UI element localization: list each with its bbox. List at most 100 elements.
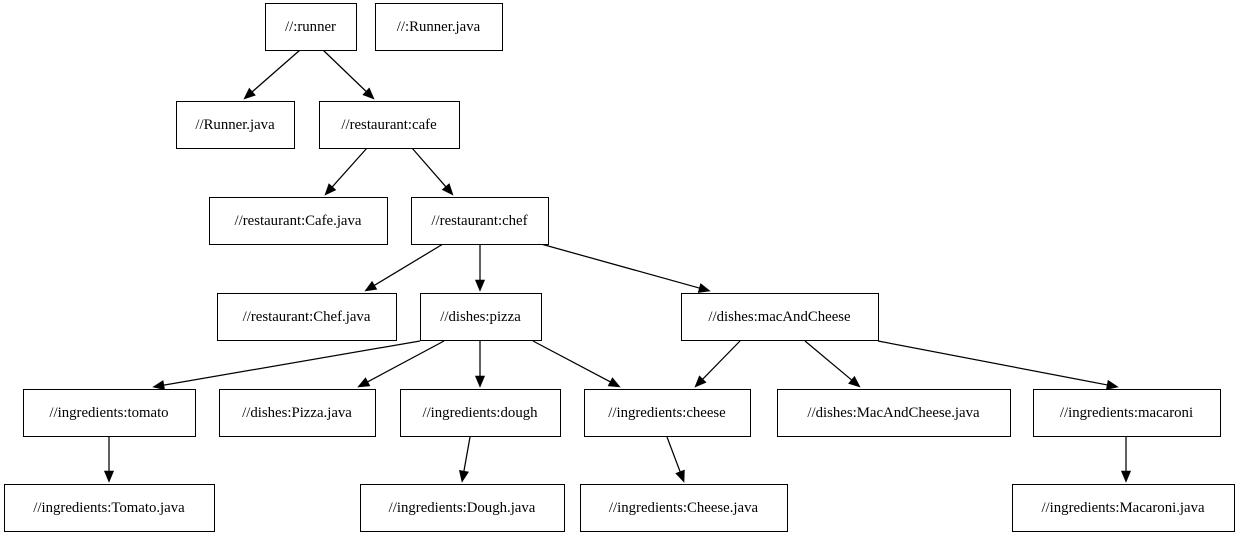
edge-shaft xyxy=(367,340,445,383)
arrow-head-icon xyxy=(357,377,371,388)
arrow-head-icon xyxy=(607,377,621,388)
edge-ingredients_dough-to-dough_java xyxy=(459,436,471,483)
graph-node-ingredients_tomato[interactable]: //ingredients:tomato xyxy=(22,388,197,438)
edge-runner_target-to-restaurant_cafe xyxy=(322,49,375,100)
node-label: //ingredients:macaroni xyxy=(1060,405,1193,421)
node-box[interactable] xyxy=(399,388,562,438)
node-label: //dishes:MacAndCheese.java xyxy=(807,405,980,421)
edge-dishes_pizza-to-ingredients_tomato xyxy=(152,340,421,391)
arrow-head-icon xyxy=(459,469,469,483)
graph-node-dough_java[interactable]: //ingredients:Dough.java xyxy=(359,483,566,533)
node-label: //ingredients:cheese xyxy=(608,405,726,421)
node-label: //ingredients:dough xyxy=(422,405,538,421)
graph-node-dishes_mac_java[interactable]: //dishes:MacAndCheese.java xyxy=(776,388,1012,438)
edge-restaurant_chef-to-dishes_macandcheese xyxy=(540,243,711,293)
graph-node-macaroni_java[interactable]: //ingredients:Macaroni.java xyxy=(1011,483,1236,533)
arrow-head-icon xyxy=(243,87,256,100)
node-box[interactable] xyxy=(22,388,197,438)
edge-restaurant_cafe-to-restaurant_cafe_java xyxy=(324,147,368,196)
edges-layer xyxy=(103,49,1132,483)
node-box[interactable] xyxy=(264,2,358,52)
arrow-head-icon xyxy=(848,375,861,388)
arrow-head-icon xyxy=(694,375,707,388)
node-label: //restaurant:cafe xyxy=(341,117,437,133)
node-label: //dishes:macAndCheese xyxy=(708,309,851,325)
arrow-head-icon xyxy=(1120,470,1132,483)
node-box[interactable] xyxy=(1032,388,1222,438)
graph-node-tomato_java[interactable]: //ingredients:Tomato.java xyxy=(3,483,216,533)
node-box[interactable] xyxy=(359,483,566,533)
nodes-layer: //:runner //:Runner.java //Runner.java //re… xyxy=(3,2,1236,533)
node-label: //restaurant:Chef.java xyxy=(243,309,371,325)
node-label: //restaurant:chef xyxy=(431,213,527,229)
graph-node-restaurant_cafe_java[interactable]: //restaurant:Cafe.java xyxy=(208,196,389,246)
node-box[interactable] xyxy=(374,2,504,52)
edge-dishes_pizza-to-dishes_pizza_java xyxy=(357,340,445,388)
edge-shaft xyxy=(666,436,681,472)
node-label: //ingredients:tomato xyxy=(49,405,168,421)
node-box[interactable] xyxy=(3,483,216,533)
edge-restaurant_chef-to-restaurant_chef_java xyxy=(364,243,444,292)
node-box[interactable] xyxy=(579,483,789,533)
edge-restaurant_chef-to-dishes_pizza xyxy=(474,244,486,292)
node-label: //ingredients:Dough.java xyxy=(389,500,536,516)
edge-dishes_pizza-to-ingredients_dough xyxy=(474,341,486,388)
graph-node-restaurant_chef_java[interactable]: //restaurant:Chef.java xyxy=(216,292,398,342)
node-box[interactable] xyxy=(410,196,550,246)
graph-node-dishes_pizza[interactable]: //dishes:pizza xyxy=(419,292,543,342)
graph-node-restaurant_cafe[interactable]: //restaurant:cafe xyxy=(318,100,461,150)
node-label: //:runner xyxy=(285,19,336,35)
edge-runner_target-to-runner_java xyxy=(243,49,301,100)
node-box[interactable] xyxy=(1011,483,1236,533)
graph-node-ingredients_macaroni[interactable]: //ingredients:macaroni xyxy=(1032,388,1222,438)
graph-node-dishes_pizza_java[interactable]: //dishes:Pizza.java xyxy=(218,388,377,438)
edge-shaft xyxy=(163,340,421,386)
arrow-head-icon xyxy=(362,87,375,100)
node-box[interactable] xyxy=(318,100,461,150)
node-box[interactable] xyxy=(419,292,543,342)
arrow-head-icon xyxy=(675,469,685,483)
graph-node-restaurant_chef[interactable]: //restaurant:chef xyxy=(410,196,550,246)
graph-node-ingredients_dough[interactable]: //ingredients:dough xyxy=(399,388,562,438)
arrow-head-icon xyxy=(364,280,378,292)
node-box[interactable] xyxy=(218,388,377,438)
node-label: //restaurant:Cafe.java xyxy=(235,213,362,229)
edge-shaft xyxy=(411,147,447,188)
edge-shaft xyxy=(374,243,444,286)
node-label: //ingredients:Cheese.java xyxy=(609,500,759,516)
node-box[interactable] xyxy=(583,388,752,438)
arrow-head-icon xyxy=(103,470,115,483)
node-label: //ingredients:Macaroni.java xyxy=(1041,500,1205,516)
edge-shaft xyxy=(463,436,471,472)
node-label: //dishes:Pizza.java xyxy=(242,405,352,421)
node-box[interactable] xyxy=(208,196,389,246)
edge-ingredients_cheese-to-cheese_java xyxy=(666,436,685,483)
node-label: //ingredients:Tomato.java xyxy=(33,500,185,516)
edge-ingredients_macaroni-to-macaroni_java xyxy=(1120,437,1132,483)
node-label: //Runner.java xyxy=(195,117,275,133)
graph-node-dishes_macandcheese[interactable]: //dishes:macAndCheese xyxy=(680,292,880,342)
edge-shaft xyxy=(331,147,368,188)
edge-shaft xyxy=(532,340,611,383)
edge-shaft xyxy=(877,340,1108,386)
edge-shaft xyxy=(702,340,741,380)
node-box[interactable] xyxy=(680,292,880,342)
graph-node-runner_java_root[interactable]: //:Runner.java xyxy=(374,2,504,52)
arrow-head-icon xyxy=(1105,379,1119,390)
arrow-head-icon xyxy=(324,183,337,196)
graph-node-cheese_java[interactable]: //ingredients:Cheese.java xyxy=(579,483,789,533)
graph-node-runner_target[interactable]: //:runner xyxy=(264,2,358,52)
edge-shaft xyxy=(540,243,700,289)
arrow-head-icon xyxy=(474,375,486,388)
node-box[interactable] xyxy=(216,292,398,342)
edge-shaft xyxy=(322,49,367,92)
graph-node-ingredients_cheese[interactable]: //ingredients:cheese xyxy=(583,388,752,438)
node-label: //:Runner.java xyxy=(397,19,481,35)
edge-shaft xyxy=(804,340,852,381)
edge-shaft xyxy=(251,49,301,93)
node-box[interactable] xyxy=(776,388,1012,438)
graph-node-runner_java[interactable]: //Runner.java xyxy=(175,100,296,150)
node-box[interactable] xyxy=(175,100,296,150)
